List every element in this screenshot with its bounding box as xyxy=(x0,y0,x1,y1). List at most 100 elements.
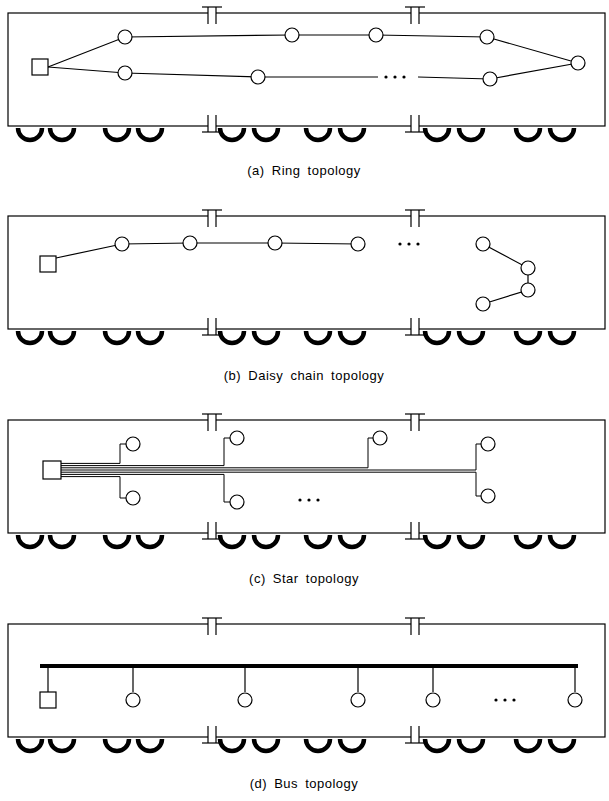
ring-link xyxy=(418,77,490,79)
wheel xyxy=(18,535,42,547)
gangway xyxy=(215,522,216,539)
node-circle xyxy=(126,693,140,707)
gangway xyxy=(410,414,411,431)
node-circle xyxy=(351,237,365,251)
node-circle xyxy=(521,283,535,297)
gangway xyxy=(207,115,208,132)
node-circle xyxy=(268,236,282,250)
node-circle xyxy=(183,236,197,250)
wheel xyxy=(50,739,74,751)
node-circle xyxy=(115,237,129,251)
node-circle xyxy=(230,495,244,509)
wheel xyxy=(18,331,42,343)
gangway-gap xyxy=(411,418,419,422)
gangway-gap xyxy=(208,735,216,739)
gangway xyxy=(418,210,419,227)
gangway xyxy=(215,414,216,431)
node-circle xyxy=(571,56,585,70)
train-body xyxy=(8,216,605,329)
gangway xyxy=(405,6,425,7)
wheel xyxy=(306,535,330,547)
wheel xyxy=(459,739,483,751)
ellipsis-dot xyxy=(393,75,396,78)
gangway xyxy=(215,726,216,743)
gangway xyxy=(202,617,222,618)
gangway xyxy=(418,522,419,539)
gangway xyxy=(405,742,425,743)
gangway xyxy=(418,115,419,132)
ellipsis-dot xyxy=(416,242,419,245)
ellipsis-dot xyxy=(384,75,387,78)
ellipsis-dot xyxy=(494,698,497,701)
wheel xyxy=(254,535,278,547)
gangway xyxy=(405,334,425,335)
wheel xyxy=(254,331,278,343)
node-circle xyxy=(230,431,244,445)
figure-caption: (b) Daisy chain topology xyxy=(224,368,384,383)
figure-caption: (c) Star topology xyxy=(249,571,359,586)
wheel xyxy=(459,535,483,547)
wheel xyxy=(550,535,574,547)
wheel xyxy=(105,331,129,343)
ellipsis-dot xyxy=(407,242,410,245)
ellipsis-dot xyxy=(307,498,310,501)
ellipsis-dot xyxy=(503,698,506,701)
wheel xyxy=(138,739,162,751)
gangway xyxy=(410,318,411,335)
gangway-gap xyxy=(208,622,216,626)
gangway xyxy=(215,115,216,132)
train-body xyxy=(8,13,605,126)
figure-caption: (a) Ring topology xyxy=(247,163,361,178)
gangway xyxy=(410,726,411,743)
gangway xyxy=(207,726,208,743)
gangway xyxy=(418,7,419,24)
gangway xyxy=(207,618,208,635)
node-circle xyxy=(568,693,582,707)
node-circle xyxy=(118,30,132,44)
gangway-gap xyxy=(411,327,419,331)
gangway xyxy=(405,617,425,618)
bus-stub xyxy=(244,666,245,692)
node-circle xyxy=(481,437,495,451)
star-link xyxy=(61,474,230,502)
node-circle xyxy=(481,489,495,503)
gangway xyxy=(410,7,411,24)
gangway-gap xyxy=(208,531,216,535)
bus-stub xyxy=(47,666,48,692)
bus-stub xyxy=(357,666,358,692)
wheel xyxy=(220,535,244,547)
gangway xyxy=(207,7,208,24)
star-link xyxy=(61,438,230,466)
gangway-gap xyxy=(208,214,216,218)
figure-caption: (d) Bus topology xyxy=(250,776,359,791)
bus-line xyxy=(40,664,578,668)
wheel xyxy=(340,128,364,140)
gangway-gap xyxy=(208,124,216,128)
train-body xyxy=(8,624,605,737)
node-circle xyxy=(285,28,299,42)
wheel xyxy=(138,331,162,343)
gangway xyxy=(202,413,222,414)
gangway xyxy=(207,318,208,335)
node-circle xyxy=(483,72,497,86)
gangway xyxy=(207,414,208,431)
star-link xyxy=(61,444,126,463)
wheel xyxy=(425,739,449,751)
node-circle xyxy=(238,693,252,707)
wheel xyxy=(306,128,330,140)
controller-square xyxy=(32,59,48,75)
wheel xyxy=(138,535,162,547)
gangway xyxy=(202,6,222,7)
wheel xyxy=(105,128,129,140)
wheel xyxy=(220,739,244,751)
wheel xyxy=(459,331,483,343)
ring-link xyxy=(48,67,378,77)
gangway xyxy=(207,210,208,227)
node-circle xyxy=(426,693,440,707)
gangway xyxy=(418,618,419,635)
wheel xyxy=(340,331,364,343)
wheel xyxy=(50,535,74,547)
gangway xyxy=(405,131,425,132)
node-circle xyxy=(476,297,490,311)
gangway-gap xyxy=(411,214,419,218)
